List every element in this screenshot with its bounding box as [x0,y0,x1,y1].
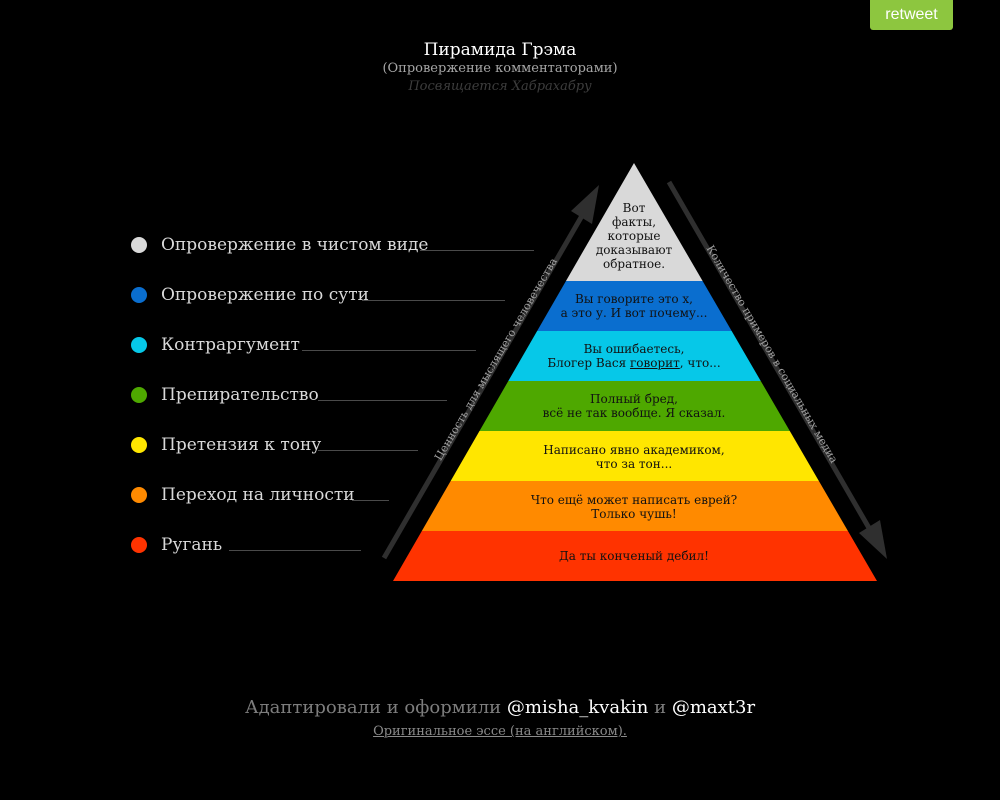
essay-row: Оригинальное эссе (на английском). [0,724,1000,739]
page-title: Пирамида Грэма [423,40,577,60]
level-text-fragment: Блогер Вася [547,356,630,370]
original-essay-link[interactable]: Оригинальное эссе (на английском). [373,724,627,739]
level-text-3: Вы ошибаетесь, Блогер Вася говорит, что.… [509,342,759,370]
level-text-fragment: , что... [679,356,721,370]
credits-prefix: Адаптировали и оформили [244,697,502,718]
author-link-1[interactable]: @misha_kvakin [506,697,649,718]
level-line: всё не так вообще. Я сказал. [542,406,726,420]
legend-label: Контраргумент [161,335,300,355]
level-text-4: Полный бред, всё не так вообще. Я сказал… [504,392,764,420]
legend-item: Опровержение по сути [131,283,369,307]
level-line: Полный бред, [590,392,678,406]
level-line: Только чушь! [591,507,677,521]
level-text-1: Вот факты, которые доказывают обратное. [584,201,684,271]
legend-dot [131,537,147,553]
legend-dot [131,337,147,353]
legend-connector [420,250,534,251]
level-line: а это у. И вот почему... [560,306,708,320]
legend-label: Претензия к тону [161,435,322,455]
legend-dot [131,387,147,403]
legend-connector [352,500,389,501]
legend-item: Ругань [131,533,222,557]
level-text-7: Да ты конченый дебил! [484,549,784,563]
dedication: Посвящается Хабрахабру [408,79,592,94]
level-text-5: Написано явно академиком, что за тон... [494,443,774,471]
legend-item: Претензия к тону [131,433,321,457]
footer: Адаптировали и оформили @misha_kvakin и … [0,697,1000,739]
legend-label: Ругань [161,535,223,555]
legend-item: Препирательство [131,383,319,407]
legend-item: Переход на личности [131,483,355,507]
legend-dot [131,287,147,303]
credits: Адаптировали и оформили @misha_kvakin и … [0,697,1000,718]
level-text-6: Что ещё может написать еврей? Только чуш… [484,493,784,521]
pyramid-level-7 [393,531,877,581]
level-line: обратное. [602,257,666,271]
legend-item: Контраргумент [131,333,300,357]
level-text-2: Вы говорите это х, а это у. И вот почему… [534,292,734,320]
page-subtitle: (Опровержение комментаторами) [382,61,618,76]
legend-dot [131,437,147,453]
legend-label: Опровержение по сути [161,285,369,305]
legend-connector [302,350,476,351]
legend-dot [131,237,147,253]
level-line: Вы говорите это х, [575,292,693,306]
says-link[interactable]: говорит [629,356,680,370]
legend-label: Препирательство [161,385,319,405]
legend-dot [131,487,147,503]
legend-connector [318,400,447,401]
legend-label: Переход на личности [161,485,355,505]
level-line: Да ты конченый дебил! [558,549,709,563]
pyramid-level-6 [393,481,877,531]
legend-label: Опровержение в чистом виде [161,235,429,255]
page-header: Пирамида Грэма (Опровержение комментатор… [0,40,1000,96]
legend-connector [229,550,361,551]
legend-connector [318,450,418,451]
level-line: Написано явно академиком, [543,443,725,457]
level-line: доказывают [595,243,673,257]
level-line: Блогер Вася говорит, что... [509,356,759,370]
credits-conjunction: и [654,697,667,718]
level-line: Что ещё может написать еврей? [530,493,738,507]
retweet-button[interactable]: retweet [870,0,953,30]
level-line: которые [607,229,661,243]
author-link-2[interactable]: @maxt3r [671,697,756,718]
level-line: факты, [611,215,657,229]
legend-connector [362,300,505,301]
legend-item: Опровержение в чистом виде [131,233,428,257]
level-line: Вот [622,201,646,215]
level-line: Вы ошибаетесь, [583,342,685,356]
level-line: что за тон... [595,457,673,471]
